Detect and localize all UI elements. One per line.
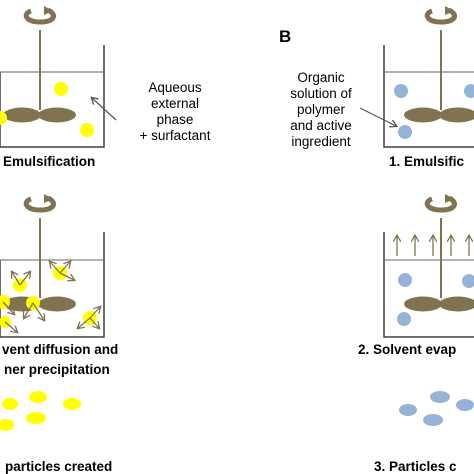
particle — [54, 82, 68, 96]
annotation-line: phase — [156, 112, 194, 127]
particle — [397, 312, 411, 326]
right-beaker-2 — [383, 194, 474, 338]
right-step1-caption: 1. Emulsific — [389, 154, 465, 169]
annotation-line: external — [150, 96, 200, 111]
particle — [80, 123, 94, 137]
annotation-line: and active — [290, 118, 352, 133]
stirrer-blade — [404, 296, 442, 312]
particle — [462, 274, 474, 288]
right-particles-created — [399, 391, 474, 426]
evaporation-arrows — [397, 236, 469, 256]
left-step1-caption: Emulsification — [3, 154, 96, 169]
annotation-arrow — [92, 98, 117, 121]
particle — [0, 295, 10, 309]
diffusion-arrows — [2, 262, 100, 332]
rotation-arrow-icon — [424, 194, 457, 213]
stirrer-blade — [38, 107, 76, 123]
particle — [464, 84, 474, 98]
rotation-arrow-icon — [23, 194, 56, 213]
left-beaker-1 — [0, 6, 105, 148]
particle — [398, 125, 412, 139]
stirrer-blade — [439, 107, 474, 123]
right-step3-caption: 3. Particles c — [374, 459, 457, 474]
panel-label-b: B — [279, 27, 292, 46]
stirrer-blade — [439, 296, 474, 312]
stirrer-blade — [38, 296, 76, 312]
right-beaker-1 — [383, 6, 474, 148]
rotation-arrow-icon — [23, 6, 56, 25]
left-step2-caption-line1: vent diffusion and — [2, 342, 119, 357]
left-particles-created — [0, 391, 81, 431]
particle — [398, 273, 412, 287]
particle — [0, 111, 7, 125]
annotation-line: solution of — [290, 86, 352, 101]
aqueous-phase-annotation: Aqueous external phase + surfactant — [130, 80, 220, 144]
annotation-line: Aqueous — [148, 80, 202, 95]
annotation-line: + surfactant — [139, 128, 211, 143]
left-beaker-2 — [0, 194, 105, 338]
rotation-arrow-icon — [424, 6, 457, 25]
right-step2-caption: 2. Solvent evap — [358, 342, 457, 357]
particle — [394, 84, 408, 98]
organic-solution-annotation: Organic solution of polymer and active i… — [273, 70, 369, 150]
stirrer-blade — [3, 107, 41, 123]
annotation-arrow — [359, 107, 396, 126]
annotation-line: polymer — [296, 102, 345, 117]
annotation-line: ingredient — [291, 134, 351, 149]
annotation-line: Organic — [297, 70, 345, 85]
left-step3-caption: particles created — [5, 459, 113, 474]
left-step2-caption-line2: ner precipitation — [4, 362, 110, 377]
stirrer-blade — [404, 107, 442, 123]
